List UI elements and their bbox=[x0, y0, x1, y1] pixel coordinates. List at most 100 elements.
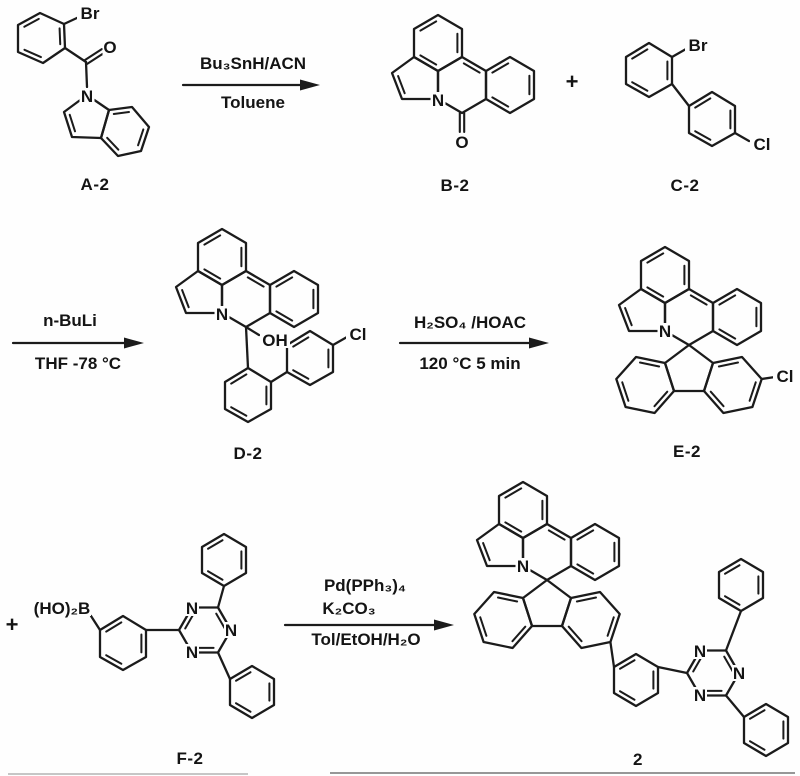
bond bbox=[207, 570, 224, 581]
d2-atom-oh: OH bbox=[262, 331, 288, 350]
bond bbox=[207, 539, 224, 550]
bond bbox=[631, 81, 649, 92]
label-mask bbox=[102, 39, 118, 55]
label-mask bbox=[185, 644, 199, 660]
bond bbox=[246, 276, 265, 288]
bond bbox=[203, 268, 222, 280]
bond bbox=[547, 529, 566, 541]
bond bbox=[692, 655, 703, 673]
bond bbox=[504, 487, 523, 499]
ring bbox=[200, 532, 248, 588]
bond bbox=[106, 136, 120, 151]
ring bbox=[484, 55, 536, 115]
compound-label-f2: F-2 bbox=[176, 749, 204, 768]
a2-atom-n: N bbox=[81, 87, 93, 106]
compound-label-c2: C-2 bbox=[670, 176, 700, 195]
ring bbox=[473, 590, 534, 650]
bond bbox=[624, 307, 633, 327]
ring bbox=[390, 55, 440, 101]
ring bbox=[196, 227, 248, 287]
bond bbox=[717, 361, 740, 368]
step4-solvent-below: Tol/EtOH/H₂O bbox=[311, 630, 421, 649]
bond bbox=[689, 294, 708, 306]
bond bbox=[63, 46, 88, 64]
ring bbox=[99, 105, 151, 158]
bond bbox=[419, 20, 438, 32]
bond bbox=[491, 62, 510, 74]
bond bbox=[609, 640, 616, 669]
bond bbox=[482, 542, 491, 562]
bond bbox=[576, 563, 595, 575]
compound-label-b2: B-2 bbox=[440, 176, 470, 195]
bond bbox=[724, 564, 741, 575]
ring bbox=[475, 522, 525, 568]
bond bbox=[670, 47, 688, 59]
bond bbox=[23, 17, 40, 28]
ring bbox=[615, 355, 676, 415]
bond bbox=[23, 48, 42, 59]
ring bbox=[223, 366, 273, 424]
step3-conditions-below: 120 °C 5 min bbox=[419, 354, 521, 373]
step3-reagent-above: H₂SO₄ /HOAC bbox=[414, 313, 526, 332]
d2-atom-n: N bbox=[216, 305, 228, 324]
arrow-head bbox=[529, 337, 549, 349]
label-mask bbox=[346, 326, 370, 342]
bond-layer bbox=[16, 11, 790, 758]
p2-atom-n: N bbox=[517, 557, 529, 576]
ring bbox=[521, 578, 573, 628]
f2-atom-n1: N bbox=[186, 599, 198, 618]
bond bbox=[709, 390, 725, 408]
bond bbox=[504, 521, 523, 533]
bond bbox=[576, 529, 595, 541]
bond bbox=[86, 51, 106, 65]
a2-atom-br: Br bbox=[81, 4, 100, 23]
bond bbox=[184, 612, 195, 630]
bond bbox=[112, 111, 130, 116]
label-mask bbox=[773, 368, 797, 384]
bond bbox=[733, 131, 751, 143]
label-mask bbox=[214, 306, 230, 322]
compound-label-e2: E-2 bbox=[673, 442, 701, 461]
bond bbox=[83, 48, 103, 62]
c2-atom-cl: Cl bbox=[754, 135, 771, 154]
label-mask bbox=[750, 136, 774, 152]
bond bbox=[723, 655, 734, 673]
ring bbox=[702, 355, 763, 415]
bond bbox=[89, 614, 102, 632]
atom-label-layer: Br O N N O Br Cl N OH Cl N Cl bbox=[33, 4, 797, 705]
label-mask bbox=[185, 600, 199, 616]
f2-atom-n2: N bbox=[225, 621, 237, 640]
bond bbox=[724, 595, 741, 606]
bond bbox=[216, 651, 232, 681]
label-mask bbox=[515, 558, 531, 574]
bond bbox=[235, 671, 252, 682]
label-mask bbox=[224, 622, 238, 638]
bond bbox=[235, 702, 252, 713]
step2-reagent-above: n-BuLi bbox=[43, 311, 97, 330]
bond bbox=[724, 609, 743, 652]
bond bbox=[230, 373, 248, 385]
bond bbox=[84, 60, 89, 89]
label-mask bbox=[454, 134, 470, 150]
ring bbox=[742, 702, 790, 758]
b2-atom-o: O bbox=[455, 133, 468, 152]
bond bbox=[748, 381, 757, 402]
bond bbox=[58, 27, 62, 46]
bond bbox=[646, 252, 665, 264]
bond bbox=[275, 276, 294, 288]
bond bbox=[215, 612, 226, 630]
bond bbox=[694, 97, 712, 109]
step1-solvent-below: Toluene bbox=[221, 93, 285, 112]
ring bbox=[687, 90, 737, 148]
ring bbox=[560, 590, 621, 650]
bond bbox=[292, 336, 310, 348]
bond bbox=[230, 406, 248, 417]
ring bbox=[612, 652, 660, 708]
ring bbox=[174, 269, 224, 315]
bond bbox=[397, 75, 406, 95]
bond bbox=[724, 694, 746, 719]
bond bbox=[269, 370, 289, 384]
arrow-layer bbox=[11, 79, 549, 631]
step1-reagent-above: Bu₃SnH/ACN bbox=[199, 54, 307, 73]
